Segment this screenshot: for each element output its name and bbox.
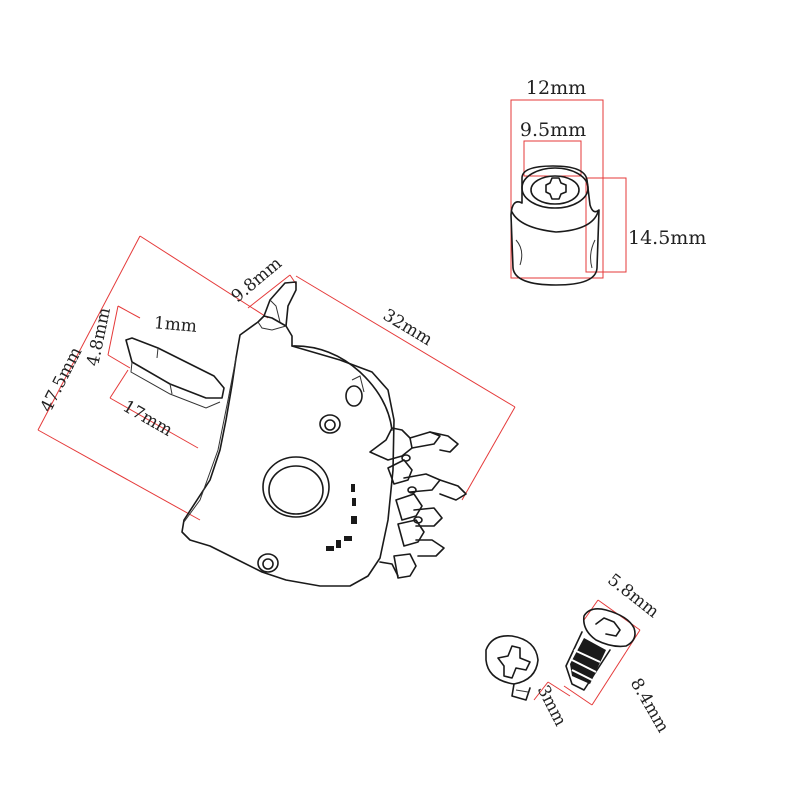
switch-dimension-lines	[37, 235, 516, 521]
screw-length-label: 8.4mm	[626, 675, 673, 736]
screw-head-label: 5.8mm	[604, 570, 663, 622]
knob-inner-width-label: 9.5mm	[520, 119, 586, 141]
lever-thickness-label: 1mm	[153, 313, 198, 337]
overall-height-label: 47.5mm	[37, 344, 87, 416]
mounting-screw: 5.8mm 3mm 8.4mm	[485, 570, 673, 736]
switch-knob: 12mm 9.5mm 14.5mm	[510, 77, 706, 286]
selector-switch: 47.5mm 9.8mm 32mm 4.8mm 1mm 17mm	[37, 235, 516, 587]
lever-length-label: 17mm	[119, 397, 176, 441]
knob-width-label: 12mm	[526, 77, 586, 99]
plate-height-label: 9.8mm	[228, 253, 286, 306]
knob-height-label: 14.5mm	[628, 227, 706, 249]
screw-side	[565, 608, 636, 691]
switch-terminals	[369, 427, 467, 579]
screw-shank-label: 3mm	[533, 682, 570, 729]
body-length-label: 32mm	[379, 305, 435, 350]
screw-front	[485, 634, 539, 701]
lever-width-label: 4.8mm	[83, 306, 115, 368]
